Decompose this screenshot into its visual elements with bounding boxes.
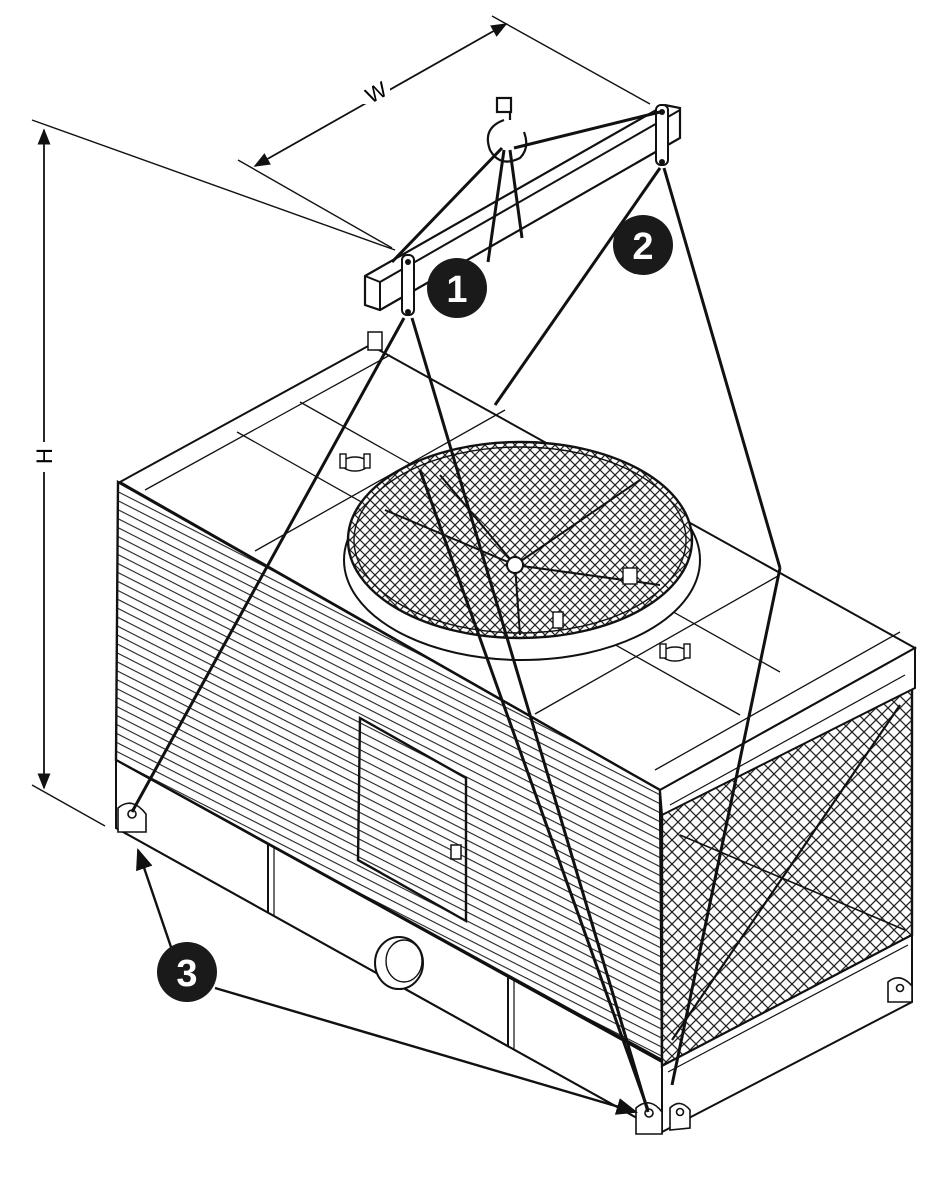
outlet-pipe (374, 936, 424, 990)
dimension-height: H (31, 119, 396, 827)
spreader-bar (363, 103, 682, 316)
callout-1: 1 (427, 258, 487, 318)
fan-guard (343, 440, 701, 661)
callout-3-label: 3 (176, 953, 197, 995)
height-label: H (32, 448, 57, 464)
callout-2: 2 (613, 215, 673, 275)
access-door (356, 715, 468, 924)
lifting-slings (130, 110, 782, 1113)
callout-2-label: 2 (632, 226, 653, 268)
callout-3: 3 (157, 942, 217, 1002)
deck-fitting (339, 453, 691, 662)
callout-3-leaders (136, 847, 639, 1115)
callout-1-label: 1 (446, 269, 467, 311)
dimension-width: W (237, 15, 651, 249)
crane-hook (486, 96, 528, 163)
cooling-tower-unit (114, 331, 918, 1135)
